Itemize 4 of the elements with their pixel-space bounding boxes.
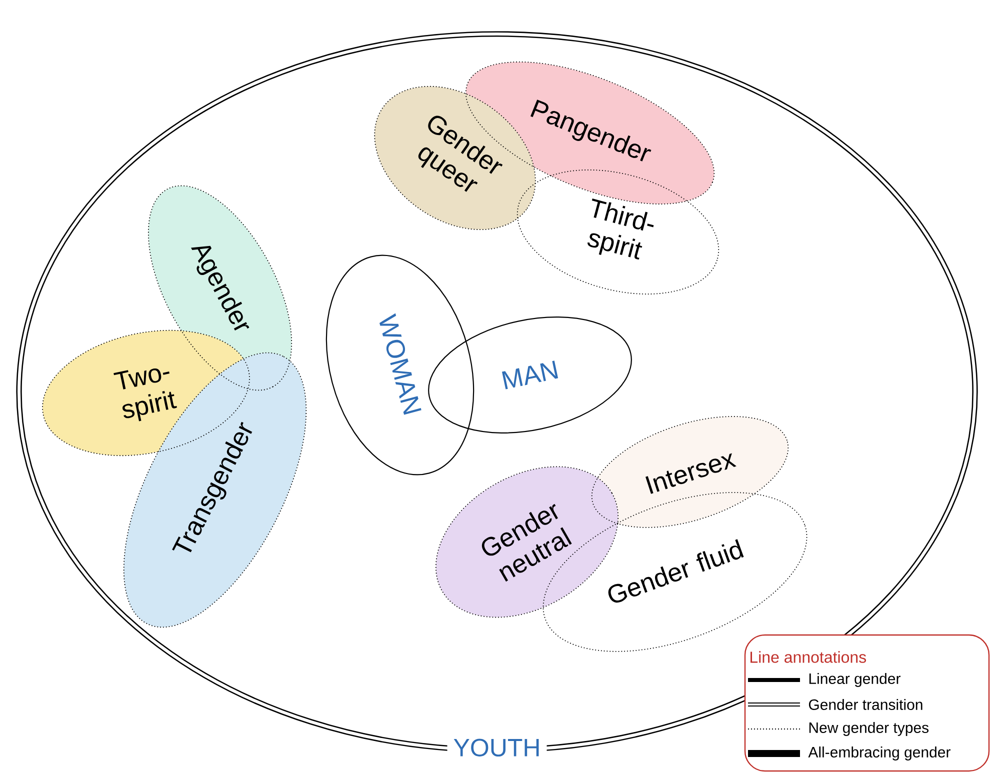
legend-entry: Gender transition xyxy=(748,698,922,710)
legend-entry: Linear gender xyxy=(748,673,900,687)
legend-entry: All-embracing gender xyxy=(748,746,950,760)
legend-entry: New gender types xyxy=(748,722,929,736)
